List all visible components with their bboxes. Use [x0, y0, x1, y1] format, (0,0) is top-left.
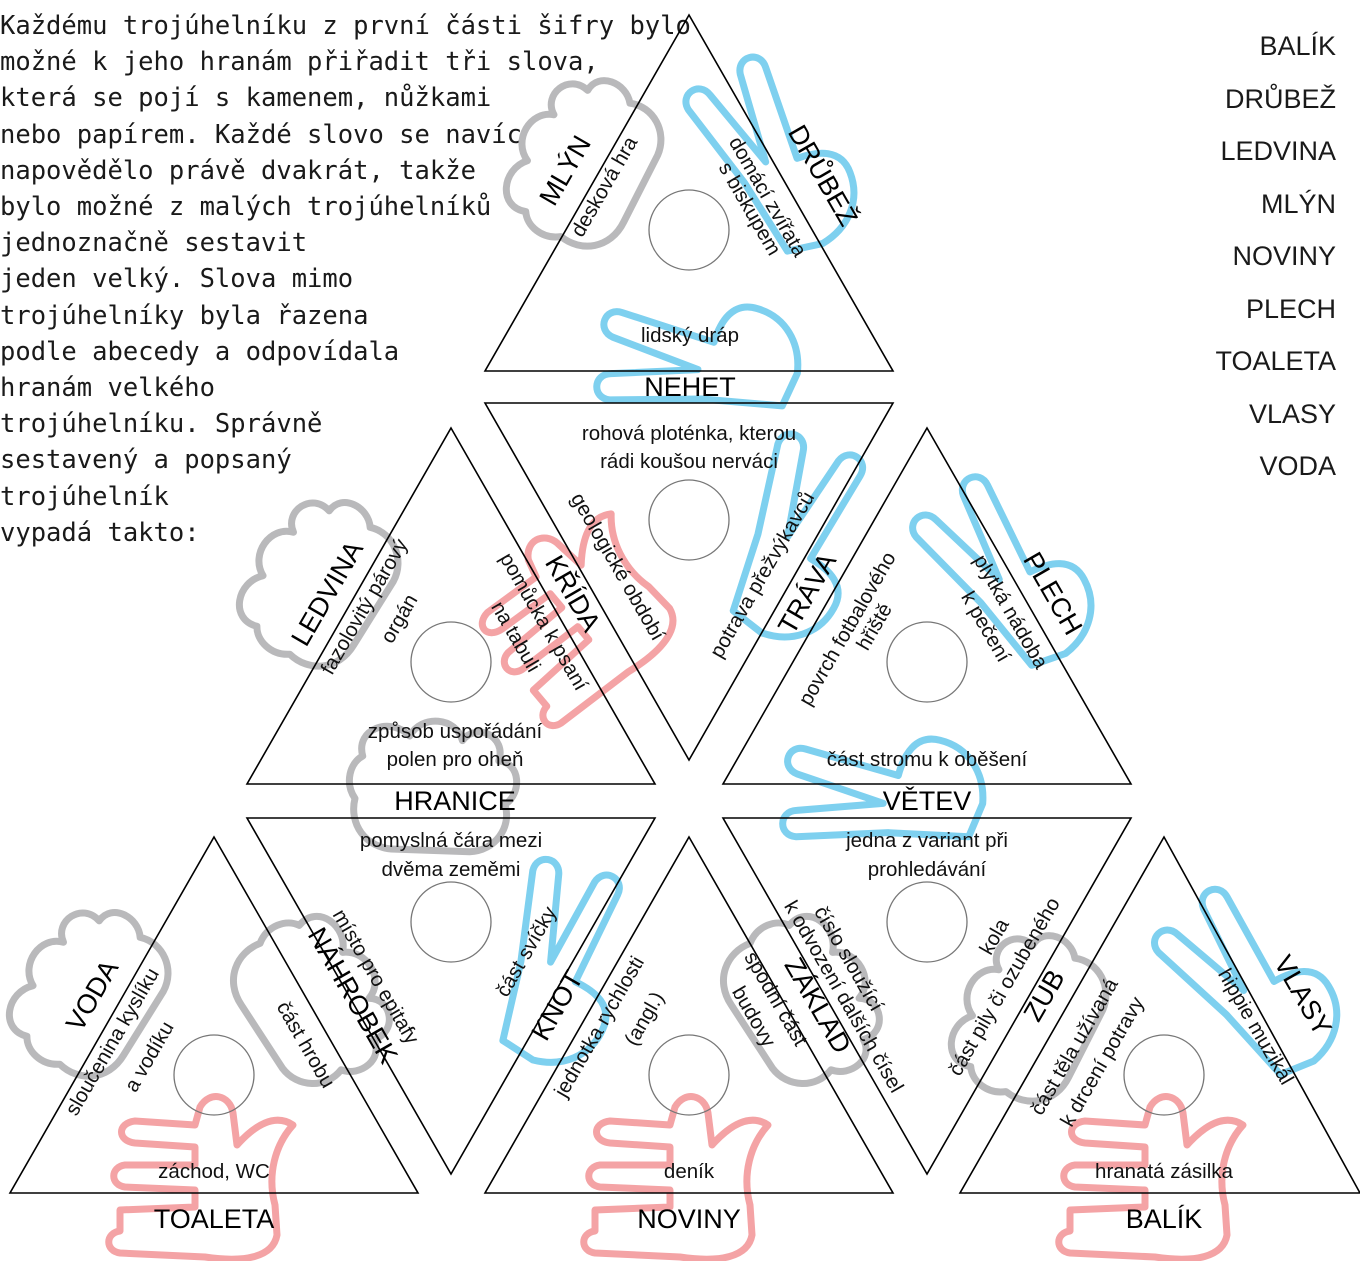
word-nehet: NEHET	[644, 372, 736, 402]
word-list-item: NOVINY	[1232, 241, 1336, 271]
word-balik: BALÍK	[1126, 1204, 1203, 1234]
clue-nehet-2a: rohová ploténka, kterou	[582, 422, 796, 445]
triangle-circles	[173, 189, 1205, 1116]
word-knot: KNOT	[525, 966, 588, 1046]
clue-vetev-2: jedna z variant při	[845, 829, 1008, 852]
word-zub: ZUB	[1018, 965, 1071, 1027]
clue-toaleta: záchod, WC	[158, 1160, 270, 1183]
word-vlasy: VLASY	[1268, 950, 1338, 1040]
word-list-item: TOALETA	[1215, 346, 1336, 376]
clue-zub-2: kola	[975, 914, 1014, 959]
clue-hranice-2: polen pro oheň	[387, 748, 524, 771]
word-list-item: LEDVINA	[1220, 136, 1336, 166]
clue-vetev: část stromu k oběšení	[827, 748, 1028, 771]
word-vetev: VĚTEV	[883, 785, 972, 816]
hand-scissors-nehet-icon	[588, 278, 808, 437]
clue-noviny: deník	[664, 1160, 715, 1183]
word-noviny: NOVINY	[637, 1204, 741, 1234]
word-list-item: VODA	[1259, 451, 1336, 481]
clue-hranice-4: dvěma zeměmi	[382, 858, 521, 881]
word-list: BALÍK DRŮBEŽ LEDVINA MLÝN NOVINY PLECH TOALETA…	[1215, 20, 1336, 493]
triangle-outlines	[8, 13, 1360, 1194]
clue-vetev-3: prohledávání	[868, 858, 987, 881]
word-hranice: HRANICE	[394, 786, 516, 816]
word-list-item: DRŮBEŽ	[1224, 83, 1336, 114]
word-list-item: PLECH	[1245, 293, 1336, 324]
word-list-item: BALÍK	[1259, 31, 1336, 61]
clue-hranice-3: pomyslná čára mezi	[360, 829, 542, 852]
clue-hranice-1: způsob uspořádání	[368, 720, 543, 743]
hand-scissors-vlasy-icon	[1146, 866, 1359, 1099]
word-toaleta: TOALETA	[154, 1204, 275, 1234]
clue-nahrobek-2: část hrobu	[272, 998, 340, 1092]
clue-balik: hranatá zásilka	[1095, 1160, 1233, 1183]
clue-nehet-2b: rádi koušou nerváci	[600, 450, 778, 473]
intro-paragraph: Každému trojúhelníku z první části šifry…	[0, 11, 691, 548]
clue-nehet: lidský dráp	[641, 324, 739, 347]
word-list-item: MLÝN	[1260, 188, 1336, 219]
word-list-item: VLASY	[1248, 398, 1336, 429]
